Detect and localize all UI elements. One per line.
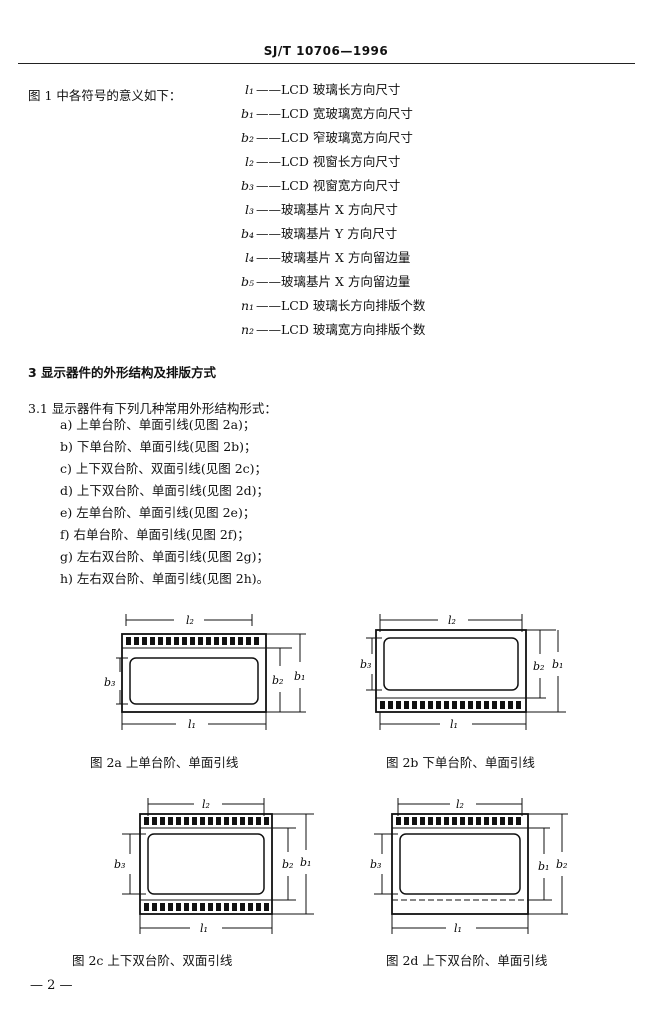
symbol-row: l₂——LCD 视窗长方向尺寸	[214, 152, 554, 172]
symbol-desc: ——LCD 宽玻璃宽方向尺寸	[256, 106, 413, 121]
symbol: b₄	[240, 226, 254, 241]
figure-2b-left-label: b₃	[360, 658, 371, 671]
symbol: n₂	[240, 322, 254, 337]
section-3-heading: 3 显示器件的外形结构及排版方式	[28, 365, 217, 380]
symbol-row: n₂——LCD 玻璃宽方向排版个数	[214, 320, 554, 340]
figure-2d-top-label: l₂	[456, 798, 464, 811]
symbol: b₁	[240, 106, 254, 121]
figure-2c-left-label: b₃	[114, 858, 125, 871]
symbol: b₂	[240, 130, 254, 145]
list-item: a) 上单台阶、单面引线(见图 2a)；	[60, 417, 256, 432]
symbol-desc: ——玻璃基片 X 方向尺寸	[256, 202, 398, 217]
symbol: l₃	[244, 202, 254, 217]
figure-2a-right-label-1: b₂	[272, 674, 283, 687]
figure-2d-bottom-label: l₁	[454, 922, 462, 935]
list-item: c) 上下双台阶、双面引线(见图 2c)；	[60, 461, 268, 476]
list-item: d) 上下双台阶、单面引线(见图 2d)；	[60, 483, 270, 498]
page-number: — 2 —	[30, 978, 73, 993]
list-item: g) 左右双台阶、单面引线(见图 2g)；	[60, 549, 270, 564]
figure-2d-caption: 图 2d 上下双台阶、单面引线	[386, 953, 548, 968]
header-rule	[18, 63, 635, 64]
symbol-row: b₃——LCD 视窗宽方向尺寸	[214, 176, 554, 196]
figure-2b-right-label-2: b₁	[552, 658, 563, 671]
symbol: n₁	[240, 298, 254, 313]
symbol-row: b₅——玻璃基片 X 方向留边量	[214, 272, 554, 292]
figure-2c-right-label-1: b₂	[282, 858, 293, 871]
figure-2b-top-label: l₂	[448, 614, 456, 627]
figure-2c-bottom-label: l₁	[200, 922, 208, 935]
symbol-row: l₄——玻璃基片 X 方向留边量	[214, 248, 554, 268]
figure-2c-top-label: l₂	[202, 798, 210, 811]
symbol-row: l₁——LCD 玻璃长方向尺寸	[214, 80, 554, 100]
symbol-desc: ——LCD 玻璃长方向排版个数	[256, 298, 426, 313]
list-item: f) 右单台阶、单面引线(见图 2f)；	[60, 527, 250, 542]
figure-2a-bottom-label: l₁	[188, 718, 196, 731]
figure-2b-bottom-label: l₁	[450, 718, 458, 731]
symbol: l₁	[244, 82, 254, 97]
symbol: b₅	[240, 274, 254, 289]
figure-2b-caption: 图 2b 下单台阶、单面引线	[386, 755, 535, 770]
symbol-row: b₂——LCD 窄玻璃宽方向尺寸	[214, 128, 554, 148]
figure-2a-caption: 图 2a 上单台阶、单面引线	[90, 755, 239, 770]
figure-2b-right-label-1: b₂	[533, 660, 544, 673]
symbol-row: l₃——玻璃基片 X 方向尺寸	[214, 200, 554, 220]
symbol-desc: ——LCD 窄玻璃宽方向尺寸	[256, 130, 413, 145]
figure-2b-drawing: l₂ l₁ b₃ b₂ b₁	[360, 614, 566, 731]
symbol-row: b₄——玻璃基片 Y 方向尺寸	[214, 224, 554, 244]
figure-2d-left-label: b₃	[370, 858, 381, 871]
page-header: SJ/T 10706—1996	[263, 44, 389, 58]
symbol-desc: ——玻璃基片 X 方向留边量	[256, 250, 411, 265]
figure-2a-right-label-2: b₁	[294, 670, 305, 683]
symbol-desc: ——LCD 玻璃宽方向排版个数	[256, 322, 426, 337]
list-item: e) 左单台阶、单面引线(见图 2e)；	[60, 505, 256, 520]
symbol-desc: ——玻璃基片 X 方向留边量	[256, 274, 411, 289]
section-3-1-text: 3.1 显示器件有下列几种常用外形结构形式：	[28, 401, 277, 416]
symbol: l₂	[244, 154, 254, 169]
figure-2d-drawing: l₂ l₁ b₃ b₁ b₂	[370, 798, 568, 935]
symbol-desc: ——LCD 视窗宽方向尺寸	[256, 178, 401, 193]
list-item: h) 左右双台阶、单面引线(见图 2h)。	[60, 571, 270, 586]
symbol-row: n₁——LCD 玻璃长方向排版个数	[214, 296, 554, 316]
figure-2c-caption: 图 2c 上下双台阶、双面引线	[72, 953, 233, 968]
figure-2a-drawing: l₂ l₁ b₃ b₂ b₁	[104, 614, 306, 731]
symbol-desc: ——LCD 玻璃长方向尺寸	[256, 82, 401, 97]
figure-2c-drawing: l₂ l₁ b₃ b₂ b₁	[114, 798, 314, 935]
symbol: b₃	[240, 178, 254, 193]
intro-text: 图 1 中各符号的意义如下：	[28, 88, 182, 103]
symbol: l₄	[244, 250, 254, 265]
symbol-desc: ——LCD 视窗长方向尺寸	[256, 154, 401, 169]
symbol-row: b₁——LCD 宽玻璃宽方向尺寸	[214, 104, 554, 124]
figure-2a-left-label: b₃	[104, 676, 115, 689]
symbol-desc: ——玻璃基片 Y 方向尺寸	[256, 226, 398, 241]
figure-2a-top-label: l₂	[186, 614, 194, 627]
figure-2d-right-label-2: b₂	[556, 858, 567, 871]
figure-2c-right-label-2: b₁	[300, 856, 311, 869]
list-item: b) 下单台阶、单面引线(见图 2b)；	[60, 439, 257, 454]
figure-2d-right-label-1: b₁	[538, 860, 549, 873]
